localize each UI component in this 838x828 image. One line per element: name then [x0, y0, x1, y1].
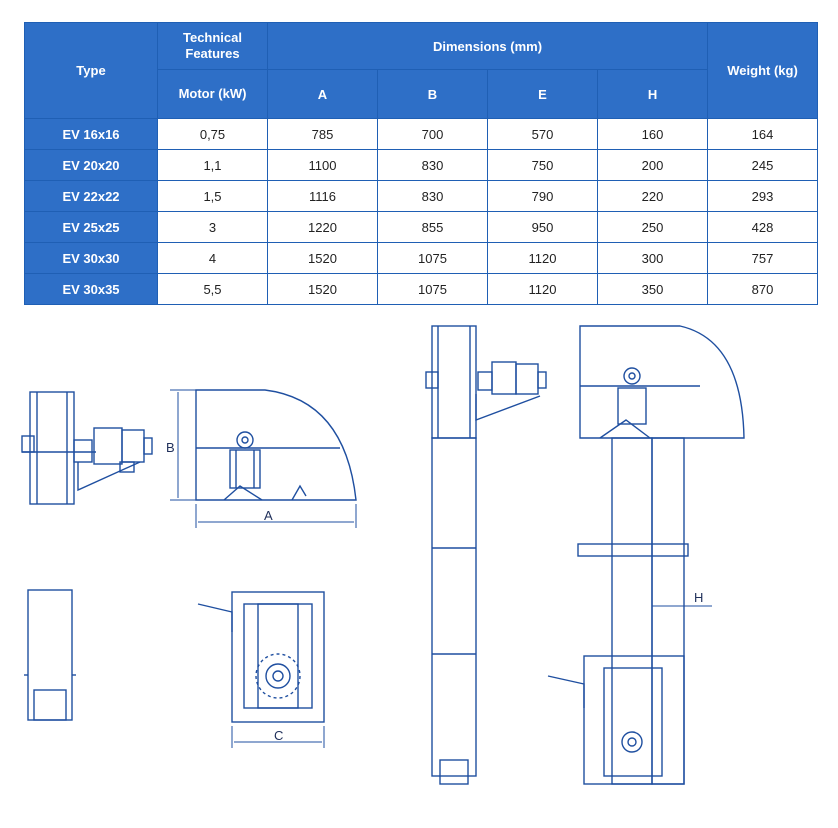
table-row: EV 25x25 3 1220 855 950 250 428 [24, 211, 819, 243]
header-weight: Weight (kg) [707, 22, 819, 119]
cell-a: 1520 [267, 273, 378, 305]
cell-e: 1120 [487, 273, 598, 305]
cell-b: 1075 [377, 242, 488, 274]
cell-motor: 5,5 [157, 273, 268, 305]
table-row: EV 30x30 4 1520 1075 1120 300 757 [24, 242, 819, 274]
header-dimensions: Dimensions (mm) [266, 22, 709, 70]
cell-type: EV 30x35 [24, 273, 158, 305]
dimension-label-a: A [264, 508, 273, 523]
cell-e: 790 [487, 180, 598, 212]
header-type: Type [24, 22, 158, 119]
header-h: H [596, 69, 709, 119]
cell-h: 250 [596, 211, 709, 243]
cell-e: 750 [487, 149, 598, 181]
cell-b: 830 [377, 180, 488, 212]
cell-h: 300 [596, 242, 709, 274]
table-row: EV 22x22 1,5 1116 830 790 220 293 [24, 180, 819, 212]
head-section-drawing [170, 389, 357, 528]
cell-e: 1120 [487, 242, 598, 274]
cell-type: EV 16x16 [24, 118, 158, 150]
cell-motor: 0,75 [157, 118, 268, 150]
cell-a: 785 [267, 118, 378, 150]
table-row: EV 30x35 5,5 1520 1075 1120 350 870 [24, 273, 819, 305]
table-row: EV 20x20 1,1 1100 830 750 200 245 [24, 149, 819, 181]
cell-weight: 757 [707, 242, 819, 274]
header-b: B [377, 69, 488, 119]
elevator-front-view-drawing [425, 325, 547, 785]
cell-b: 830 [377, 149, 488, 181]
dimension-label-b: B [166, 440, 175, 455]
cell-weight: 870 [707, 273, 819, 305]
dimension-label-h: H [694, 590, 703, 605]
cell-b: 855 [377, 211, 488, 243]
cell-a: 1220 [267, 211, 378, 243]
cell-motor: 3 [157, 211, 268, 243]
header-a: A [267, 69, 378, 119]
cell-weight: 164 [707, 118, 819, 150]
cell-type: EV 25x25 [24, 211, 158, 243]
end-view-drawing [24, 589, 76, 721]
spec-table: Type Technical Features Dimensions (mm) … [24, 22, 819, 305]
side-view-drawing [21, 391, 153, 505]
cell-weight: 293 [707, 180, 819, 212]
cell-a: 1520 [267, 242, 378, 274]
table-row: EV 16x16 0,75 785 700 570 160 164 [24, 118, 819, 150]
dimension-label-c: C [274, 728, 283, 743]
cell-type: EV 20x20 [24, 149, 158, 181]
header-technical-features: Technical Features [157, 22, 268, 70]
elevator-side-view-drawing [547, 325, 745, 785]
cell-e: 570 [487, 118, 598, 150]
cell-weight: 428 [707, 211, 819, 243]
cell-weight: 245 [707, 149, 819, 181]
header-motor: Motor (kW) [157, 69, 268, 119]
cell-motor: 1,1 [157, 149, 268, 181]
cell-a: 1116 [267, 180, 378, 212]
header-e: E [487, 69, 598, 119]
cell-h: 160 [596, 118, 709, 150]
cell-h: 350 [596, 273, 709, 305]
cell-type: EV 30x30 [24, 242, 158, 274]
cell-h: 220 [596, 180, 709, 212]
boot-top-view-drawing [197, 591, 325, 748]
cell-motor: 4 [157, 242, 268, 274]
cell-e: 950 [487, 211, 598, 243]
cell-b: 700 [377, 118, 488, 150]
technical-drawing: B A C H [21, 325, 745, 785]
cell-type: EV 22x22 [24, 180, 158, 212]
cell-h: 200 [596, 149, 709, 181]
cell-b: 1075 [377, 273, 488, 305]
cell-a: 1100 [267, 149, 378, 181]
cell-motor: 1,5 [157, 180, 268, 212]
